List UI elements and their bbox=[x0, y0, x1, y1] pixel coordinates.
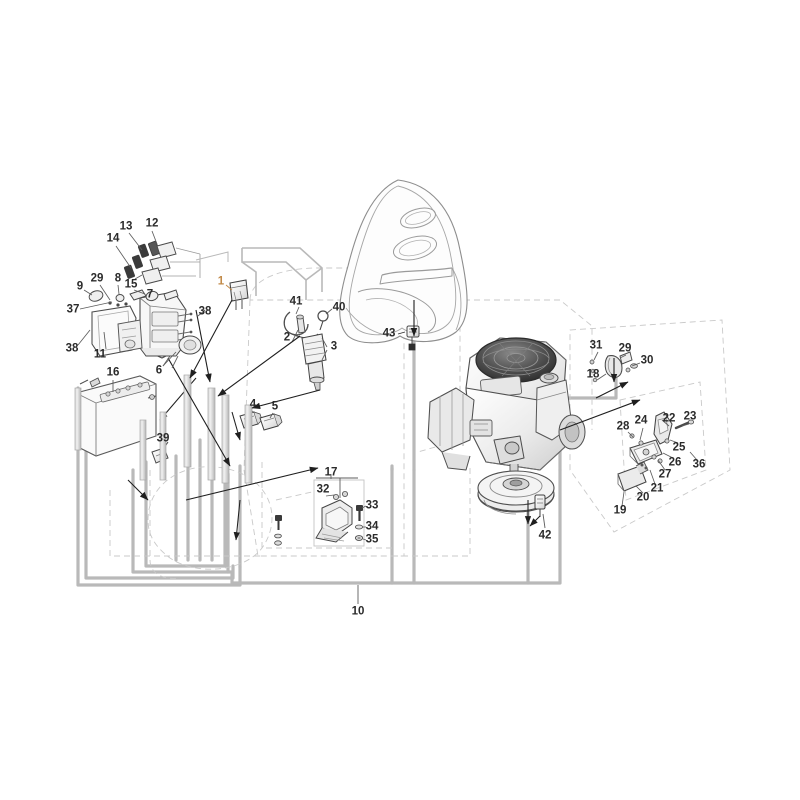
callout-number-29[interactable]: 29 bbox=[90, 272, 104, 285]
bolt-part-33 bbox=[356, 505, 363, 521]
harness-small-parts bbox=[88, 289, 179, 307]
callout-number-39[interactable]: 39 bbox=[156, 432, 170, 445]
callout-number-35[interactable]: 35 bbox=[365, 533, 379, 546]
arrow-42 bbox=[524, 500, 541, 527]
misc-connectors bbox=[171, 355, 179, 369]
assembly-arrows-secondary bbox=[231, 411, 241, 541]
washer-part-34 bbox=[354, 524, 363, 530]
connector-part-1 bbox=[229, 279, 249, 310]
callout-leaders-pto bbox=[593, 351, 641, 381]
callout-number-41[interactable]: 41 bbox=[289, 295, 303, 308]
callout-number-19[interactable]: 19 bbox=[613, 504, 627, 517]
callout-number-8[interactable]: 8 bbox=[114, 272, 122, 285]
connector-part-5 bbox=[259, 413, 283, 431]
callout-number-2[interactable]: 2 bbox=[283, 331, 291, 344]
callout-number-23[interactable]: 23 bbox=[683, 410, 697, 423]
callout-leader-17 bbox=[316, 474, 358, 498]
callout-number-13[interactable]: 13 bbox=[119, 220, 133, 233]
callout-leader-1 bbox=[225, 284, 233, 291]
callout-number-3[interactable]: 3 bbox=[330, 340, 338, 353]
callout-leaders-ignition bbox=[291, 306, 333, 361]
pto-clutch-hardware bbox=[589, 351, 638, 383]
callout-number-4[interactable]: 4 bbox=[249, 398, 257, 411]
callout-number-38[interactable]: 38 bbox=[198, 305, 212, 318]
callout-number-36[interactable]: 36 bbox=[692, 458, 706, 471]
callout-number-34[interactable]: 34 bbox=[365, 520, 379, 533]
callout-leaders-brake-kit bbox=[621, 419, 698, 507]
callout-leaders-relay bbox=[115, 230, 158, 280]
callout-number-22[interactable]: 22 bbox=[662, 412, 676, 425]
control-module bbox=[91, 291, 202, 359]
callout-leader-6 bbox=[162, 351, 177, 367]
callout-number-20[interactable]: 20 bbox=[636, 491, 650, 504]
brake-switch-kit bbox=[617, 411, 695, 492]
seat-switch-detail-box bbox=[313, 479, 365, 547]
callout-number-6[interactable]: 6 bbox=[155, 364, 163, 377]
loose-hardware-seat-switch bbox=[274, 515, 282, 546]
operator-seat bbox=[339, 179, 468, 344]
callout-number-43[interactable]: 43 bbox=[382, 327, 396, 340]
callout-number-40[interactable]: 40 bbox=[332, 301, 346, 314]
callout-number-15[interactable]: 15 bbox=[124, 278, 138, 291]
callout-number-30[interactable]: 30 bbox=[640, 354, 654, 367]
callout-number-1[interactable]: 1 bbox=[217, 275, 225, 288]
ignition-switch-group bbox=[283, 310, 329, 391]
callout-number-17[interactable]: 17 bbox=[324, 466, 338, 479]
callout-number-37[interactable]: 37 bbox=[66, 303, 80, 316]
callout-number-21[interactable]: 21 bbox=[650, 482, 664, 495]
relay-fuse-bank bbox=[123, 240, 229, 285]
callout-number-16[interactable]: 16 bbox=[106, 366, 120, 379]
battery bbox=[75, 375, 157, 457]
callout-number-12[interactable]: 12 bbox=[145, 217, 159, 230]
callout-number-7[interactable]: 7 bbox=[146, 288, 154, 301]
nut-part-35 bbox=[354, 535, 364, 541]
callout-number-29[interactable]: 29 bbox=[618, 342, 632, 355]
console-panel bbox=[241, 247, 323, 300]
callout-number-18[interactable]: 18 bbox=[586, 368, 600, 381]
callout-number-14[interactable]: 14 bbox=[106, 232, 120, 245]
callout-number-24[interactable]: 24 bbox=[634, 414, 648, 427]
callout-number-38[interactable]: 38 bbox=[65, 342, 79, 355]
callout-number-28[interactable]: 28 bbox=[616, 420, 630, 433]
callout-number-31[interactable]: 31 bbox=[589, 339, 603, 352]
callout-leader-42 bbox=[542, 513, 546, 529]
callout-number-9[interactable]: 9 bbox=[76, 280, 84, 293]
callout-leader-32 bbox=[325, 494, 335, 497]
callout-number-10[interactable]: 10 bbox=[351, 605, 365, 618]
callout-leaders-33-35 bbox=[361, 505, 367, 541]
callout-number-33[interactable]: 33 bbox=[365, 499, 379, 512]
callout-number-32[interactable]: 32 bbox=[316, 483, 330, 496]
callout-leader-11 bbox=[103, 331, 107, 350]
callout-number-11[interactable]: 11 bbox=[93, 348, 107, 361]
callout-number-27[interactable]: 27 bbox=[658, 468, 672, 481]
callout-number-26[interactable]: 26 bbox=[668, 456, 682, 469]
engine-assembly bbox=[427, 337, 586, 492]
cable-tie-part-42 bbox=[534, 494, 546, 517]
callout-leader-43 bbox=[397, 331, 406, 335]
assembly-arrows bbox=[127, 299, 641, 501]
callout-number-25[interactable]: 25 bbox=[672, 441, 686, 454]
callout-number-42[interactable]: 42 bbox=[538, 529, 552, 542]
callout-leaders-small-parts bbox=[77, 284, 206, 346]
callout-number-5[interactable]: 5 bbox=[271, 400, 279, 413]
